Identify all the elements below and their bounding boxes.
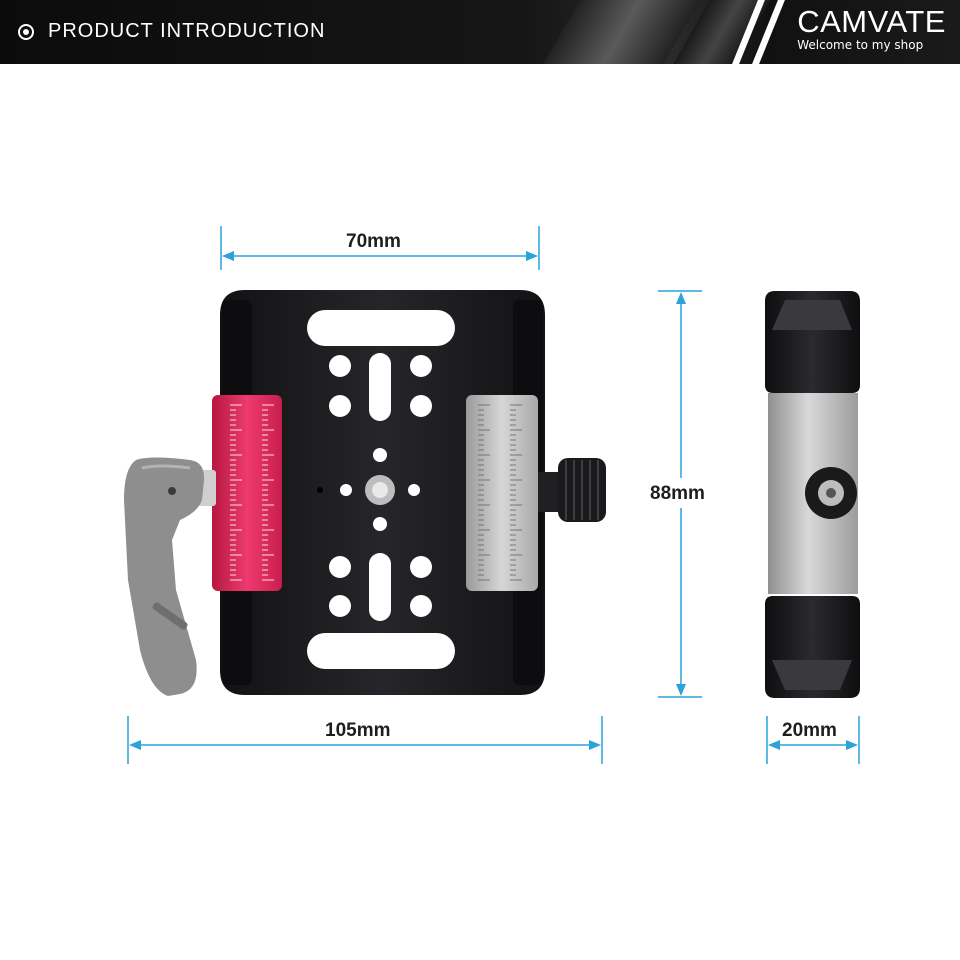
brand-logo[interactable]: CAMVATE Welcome to my shop xyxy=(797,4,946,52)
dimension-label-side-depth: 20mm xyxy=(782,720,837,741)
header-banner: PRODUCT INTRODUCTION CAMVATE Welcome to … xyxy=(0,0,960,64)
brand-tagline: Welcome to my shop xyxy=(797,38,924,52)
dimension-label-total-width: 105mm xyxy=(325,720,391,741)
knurled-knob xyxy=(538,458,606,522)
brand-name: CAMVATE xyxy=(797,4,946,39)
release-lever xyxy=(124,457,216,696)
section-title: PRODUCT INTRODUCTION xyxy=(18,20,325,43)
dimension-label-top-width: 70mm xyxy=(346,231,401,252)
right-clamp-scale xyxy=(466,395,538,591)
dimension-lines xyxy=(127,226,860,764)
target-icon xyxy=(18,23,34,40)
section-title-text: PRODUCT INTRODUCTION xyxy=(48,20,326,42)
side-view xyxy=(765,291,860,698)
dimension-label-height: 88mm xyxy=(648,483,707,505)
left-clamp-scale xyxy=(212,395,282,591)
